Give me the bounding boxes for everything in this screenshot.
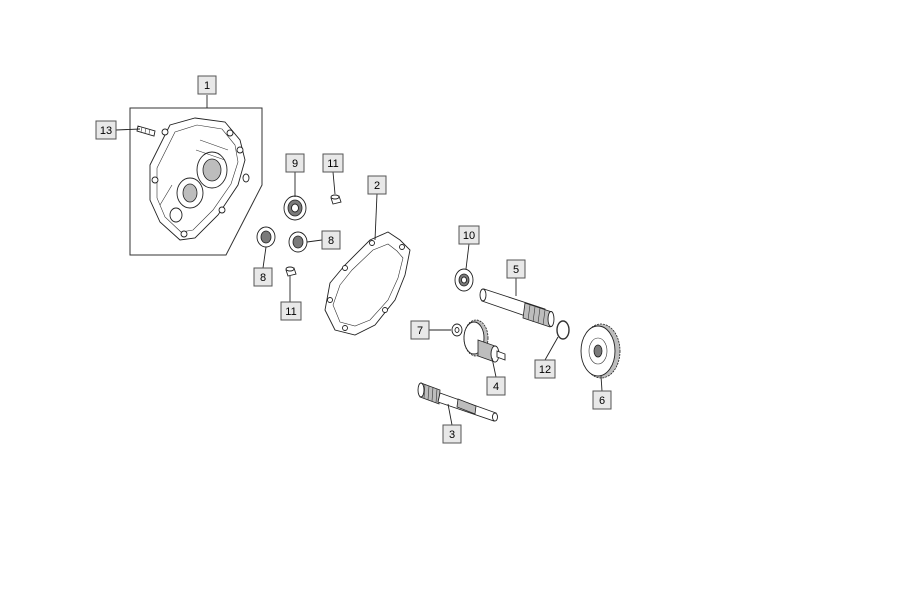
callout-8a: 8 bbox=[253, 267, 273, 287]
svg-text:11: 11 bbox=[327, 158, 338, 170]
callout-12: 12 bbox=[534, 359, 556, 379]
callout-11b: 11 bbox=[280, 301, 302, 321]
part-drive-shaft bbox=[417, 382, 498, 422]
callout-13: 13 bbox=[95, 120, 117, 140]
svg-text:10: 10 bbox=[463, 230, 475, 242]
leader-lines bbox=[115, 95, 603, 426]
svg-text:11: 11 bbox=[285, 306, 296, 318]
svg-text:5: 5 bbox=[513, 264, 519, 276]
callout-2: 2 bbox=[367, 175, 387, 195]
svg-text:12: 12 bbox=[539, 364, 551, 376]
svg-text:2: 2 bbox=[374, 180, 380, 192]
part-dowel-pin-11b bbox=[285, 266, 297, 277]
part-bearing-10 bbox=[454, 268, 474, 292]
part-oil-seal-8b bbox=[288, 231, 308, 253]
callout-11a: 11 bbox=[322, 153, 344, 173]
part-oil-seal-8a bbox=[256, 226, 276, 248]
part-dowel-pin-11a bbox=[330, 194, 342, 205]
svg-text:7: 7 bbox=[417, 325, 423, 337]
part-transmission-cover bbox=[129, 107, 263, 256]
part-washer bbox=[451, 323, 463, 337]
part-final-gear bbox=[580, 323, 621, 379]
svg-text:1: 1 bbox=[204, 80, 210, 92]
part-output-shaft bbox=[479, 288, 555, 328]
part-stud bbox=[136, 125, 156, 137]
svg-text:13: 13 bbox=[100, 125, 112, 137]
callout-10: 10 bbox=[458, 225, 480, 245]
callout-7: 7 bbox=[410, 320, 430, 340]
callout-6: 6 bbox=[592, 390, 612, 410]
svg-text:4: 4 bbox=[493, 381, 499, 393]
callout-9: 9 bbox=[285, 153, 305, 173]
callout-3: 3 bbox=[442, 424, 462, 444]
svg-text:6: 6 bbox=[599, 395, 605, 407]
svg-text:8: 8 bbox=[328, 235, 334, 247]
callout-5: 5 bbox=[506, 259, 526, 279]
svg-text:9: 9 bbox=[292, 158, 298, 170]
svg-text:3: 3 bbox=[449, 429, 455, 441]
callout-8b: 8 bbox=[321, 230, 341, 250]
part-bearing-9 bbox=[283, 195, 307, 221]
callout-4: 4 bbox=[486, 376, 506, 396]
part-intermediate-gear bbox=[463, 319, 506, 363]
callout-1: 1 bbox=[197, 75, 217, 95]
part-circlip bbox=[556, 320, 570, 340]
part-gasket bbox=[324, 231, 411, 336]
svg-text:8: 8 bbox=[260, 272, 266, 284]
